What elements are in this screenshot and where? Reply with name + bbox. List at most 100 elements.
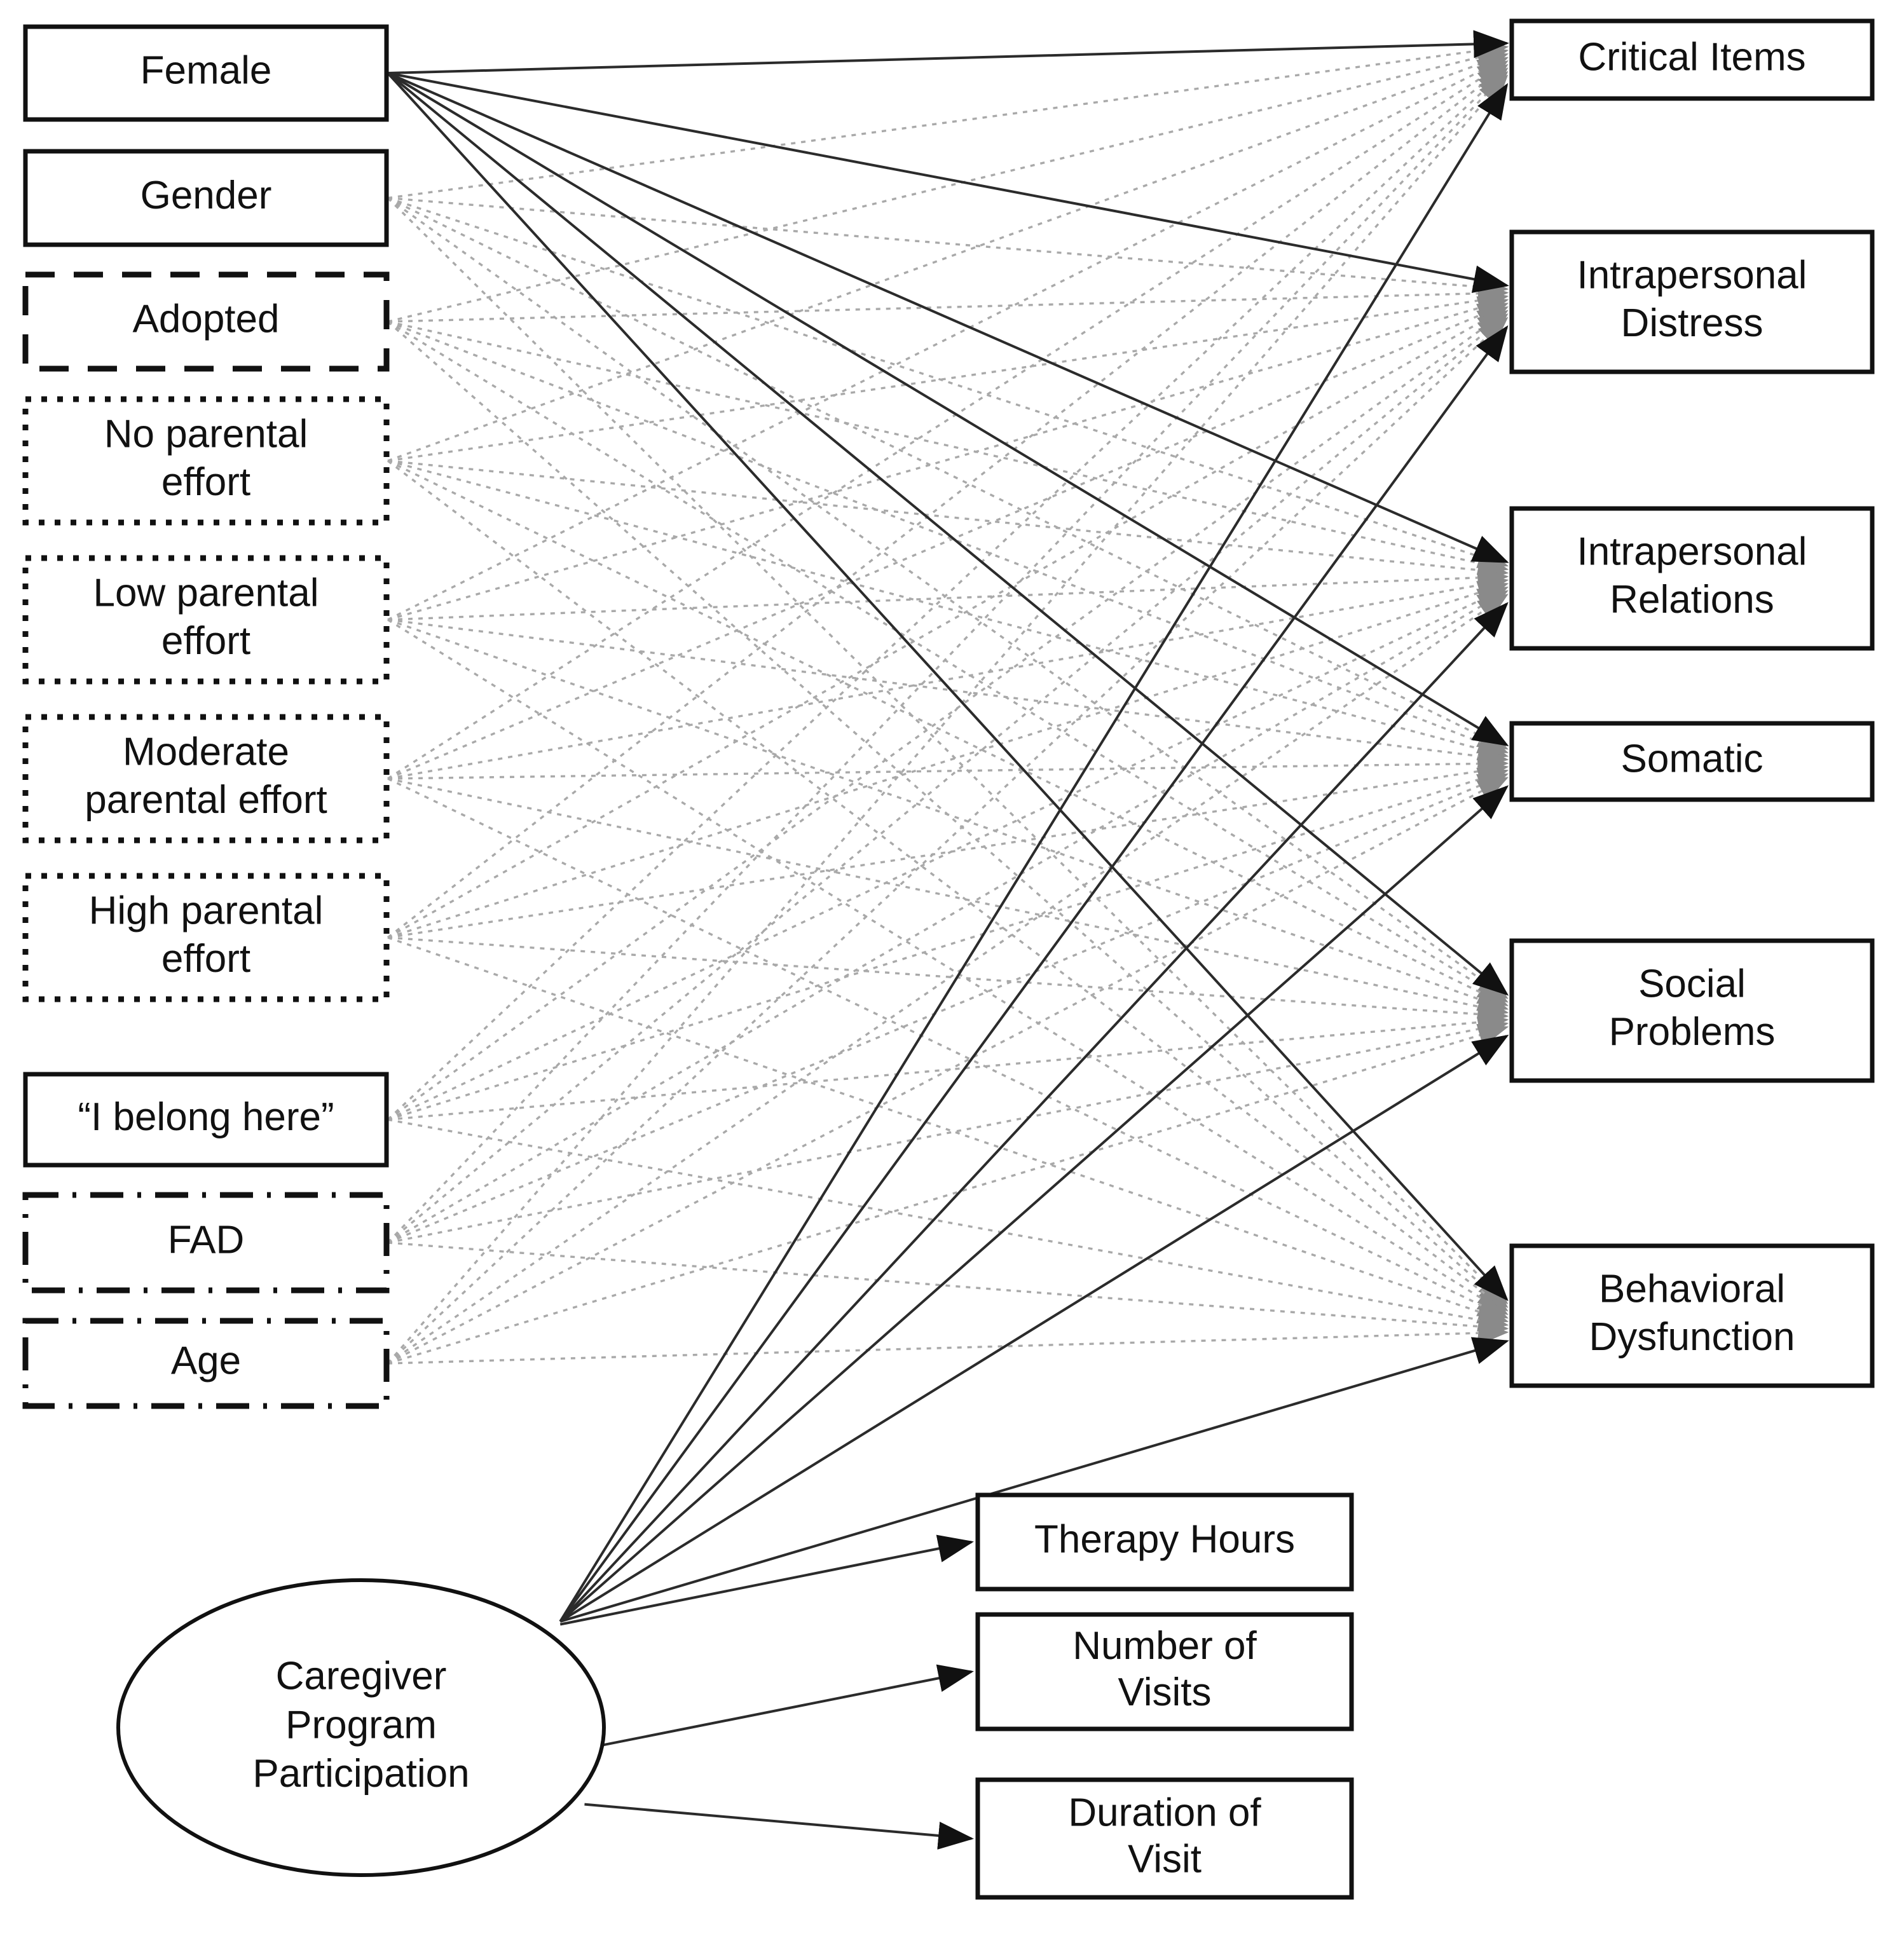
- edge-adopted-to-relations: [387, 320, 1509, 575]
- edge-adopted-to-somatic: [387, 320, 1509, 754]
- edge-adopted-to-social: [387, 320, 1509, 1003]
- outcome-box-relations-label: Relations: [1610, 578, 1774, 622]
- predictor-box-female-rect: [23, 24, 389, 122]
- predictor-box-low_pe-label: Low parental: [93, 571, 318, 615]
- edge-low_pe-to-behavioral: [387, 618, 1509, 1315]
- edge-age-to-critical: [387, 74, 1509, 1365]
- edge-caregiver-to-behavioral: [559, 1337, 1509, 1623]
- indicator-box-duration-label: Duration of: [1068, 1791, 1261, 1834]
- edge-high_pe-to-social: [387, 936, 1509, 1027]
- outcome-box-social-label: Social: [1638, 962, 1746, 1006]
- outcome-box-somatic[interactable]: Somatic: [1509, 721, 1875, 802]
- predictor-box-belong-rect: [23, 1072, 389, 1168]
- predictor-box-gender-rect: [23, 149, 389, 247]
- predictor-box-no_pe-label: effort: [161, 460, 250, 504]
- edge-high_pe-to-relations: [387, 581, 1509, 939]
- predictor-box-belong-label: “I belong here”: [78, 1095, 334, 1139]
- edge-no_pe-to-distress: [387, 289, 1509, 462]
- edge-mod_pe-to-relations: [387, 573, 1509, 780]
- edge-female-to-critical: [387, 30, 1509, 74]
- predictor-box-gender[interactable]: Gender: [23, 149, 389, 247]
- outcome-box-social-rect: [1509, 938, 1875, 1083]
- outcome-box-behavioral-rect: [1509, 1243, 1875, 1388]
- edge-adopted-to-distress: [387, 282, 1509, 323]
- outcome-box-critical[interactable]: Critical Items: [1509, 18, 1875, 101]
- edge-gender-to-somatic: [387, 196, 1509, 750]
- outcome-box-relations-rect: [1509, 506, 1875, 651]
- edge-high_pe-to-somatic: [387, 759, 1509, 939]
- predictor-box-high_pe-label: effort: [161, 937, 250, 981]
- outcome-box-distress-rect: [1509, 229, 1875, 374]
- predictor-box-age-label: Age: [171, 1339, 241, 1382]
- edge-no_pe-to-relations: [387, 460, 1509, 582]
- edge-gender-to-behavioral: [387, 197, 1509, 1305]
- indicator-box-therapy[interactable]: Therapy Hours: [975, 1492, 1354, 1592]
- edge-age-to-social: [387, 1023, 1509, 1365]
- outcome-box-somatic-rect: [1509, 721, 1875, 802]
- edge-gender-to-relations: [387, 196, 1509, 568]
- edge-low_pe-to-distress: [387, 296, 1509, 621]
- edge-no_pe-to-social: [387, 460, 1509, 1006]
- edge-caregiver-to-therapy: [559, 1534, 974, 1626]
- predictor-box-belong[interactable]: “I belong here”: [23, 1072, 389, 1168]
- outcome-box-behavioral-label: Behavioral: [1599, 1267, 1785, 1311]
- outcome-box-relations-label: Intrapersonal: [1577, 530, 1807, 574]
- outcome-box-distress-label: Distress: [1621, 301, 1764, 345]
- edge-fad-to-social: [387, 1017, 1509, 1244]
- edge-mod_pe-to-somatic: [387, 751, 1509, 780]
- edge-gender-to-distress: [387, 196, 1509, 299]
- edge-age-to-relations: [387, 594, 1509, 1365]
- indicator-box-therapy-rect: [975, 1492, 1354, 1592]
- edge-caregiver-to-critical: [559, 83, 1509, 1623]
- predictor-box-fad-label: FAD: [168, 1218, 245, 1262]
- predictor-box-no_pe-rect: [22, 396, 390, 526]
- outcome-box-somatic-label: Somatic: [1621, 737, 1764, 781]
- outcome-box-critical-rect: [1509, 18, 1875, 101]
- edge-caregiver-to-distress: [559, 325, 1509, 1623]
- predictor-box-fad[interactable]: FAD: [22, 1192, 390, 1293]
- predictor-box-age[interactable]: Age: [22, 1318, 390, 1409]
- edge-caregiver-to-visits: [601, 1664, 974, 1747]
- edge-no_pe-to-behavioral: [387, 460, 1509, 1312]
- edge-low_pe-to-relations: [387, 566, 1509, 621]
- edge-female-to-distress: [387, 72, 1509, 293]
- predictor-box-adopted[interactable]: Adopted: [22, 271, 390, 372]
- predictor-box-no_pe-label: No parental: [104, 413, 308, 456]
- predictor-box-high_pe-rect: [22, 873, 390, 1002]
- predictor-box-mod_pe-rect: [22, 714, 390, 843]
- edge-belong-to-distress: [387, 310, 1509, 1121]
- predictor-box-fad-rect: [22, 1192, 390, 1293]
- edge-high_pe-to-critical: [387, 64, 1509, 939]
- edge-female-to-relations: [387, 72, 1509, 563]
- predictor-box-mod_pe-label: parental effort: [85, 778, 327, 822]
- edge-high_pe-to-distress: [387, 306, 1509, 939]
- indicator-box-duration-rect: [975, 1777, 1354, 1900]
- predictor-box-female[interactable]: Female: [23, 24, 389, 122]
- indicator-box-duration-label: Visit: [1128, 1837, 1202, 1881]
- edge-age-to-behavioral: [387, 1321, 1509, 1365]
- edge-female-to-behavioral: [387, 72, 1509, 1301]
- outcome-box-behavioral-label: Dysfunction: [1589, 1315, 1795, 1359]
- edge-belong-to-somatic: [387, 767, 1509, 1121]
- outcome-nodes-group: Critical ItemsIntrapersonalDistressIntra…: [1509, 18, 1875, 1388]
- latent-label: Caregiver: [276, 1655, 447, 1698]
- predictor-box-low_pe-label: effort: [161, 619, 250, 663]
- predictor-box-mod_pe-label: Moderate: [123, 730, 289, 774]
- predictor-box-adopted-label: Adopted: [133, 297, 280, 341]
- edge-fad-to-relations: [387, 590, 1509, 1244]
- indicator-box-visits-label: Number of: [1072, 1624, 1257, 1668]
